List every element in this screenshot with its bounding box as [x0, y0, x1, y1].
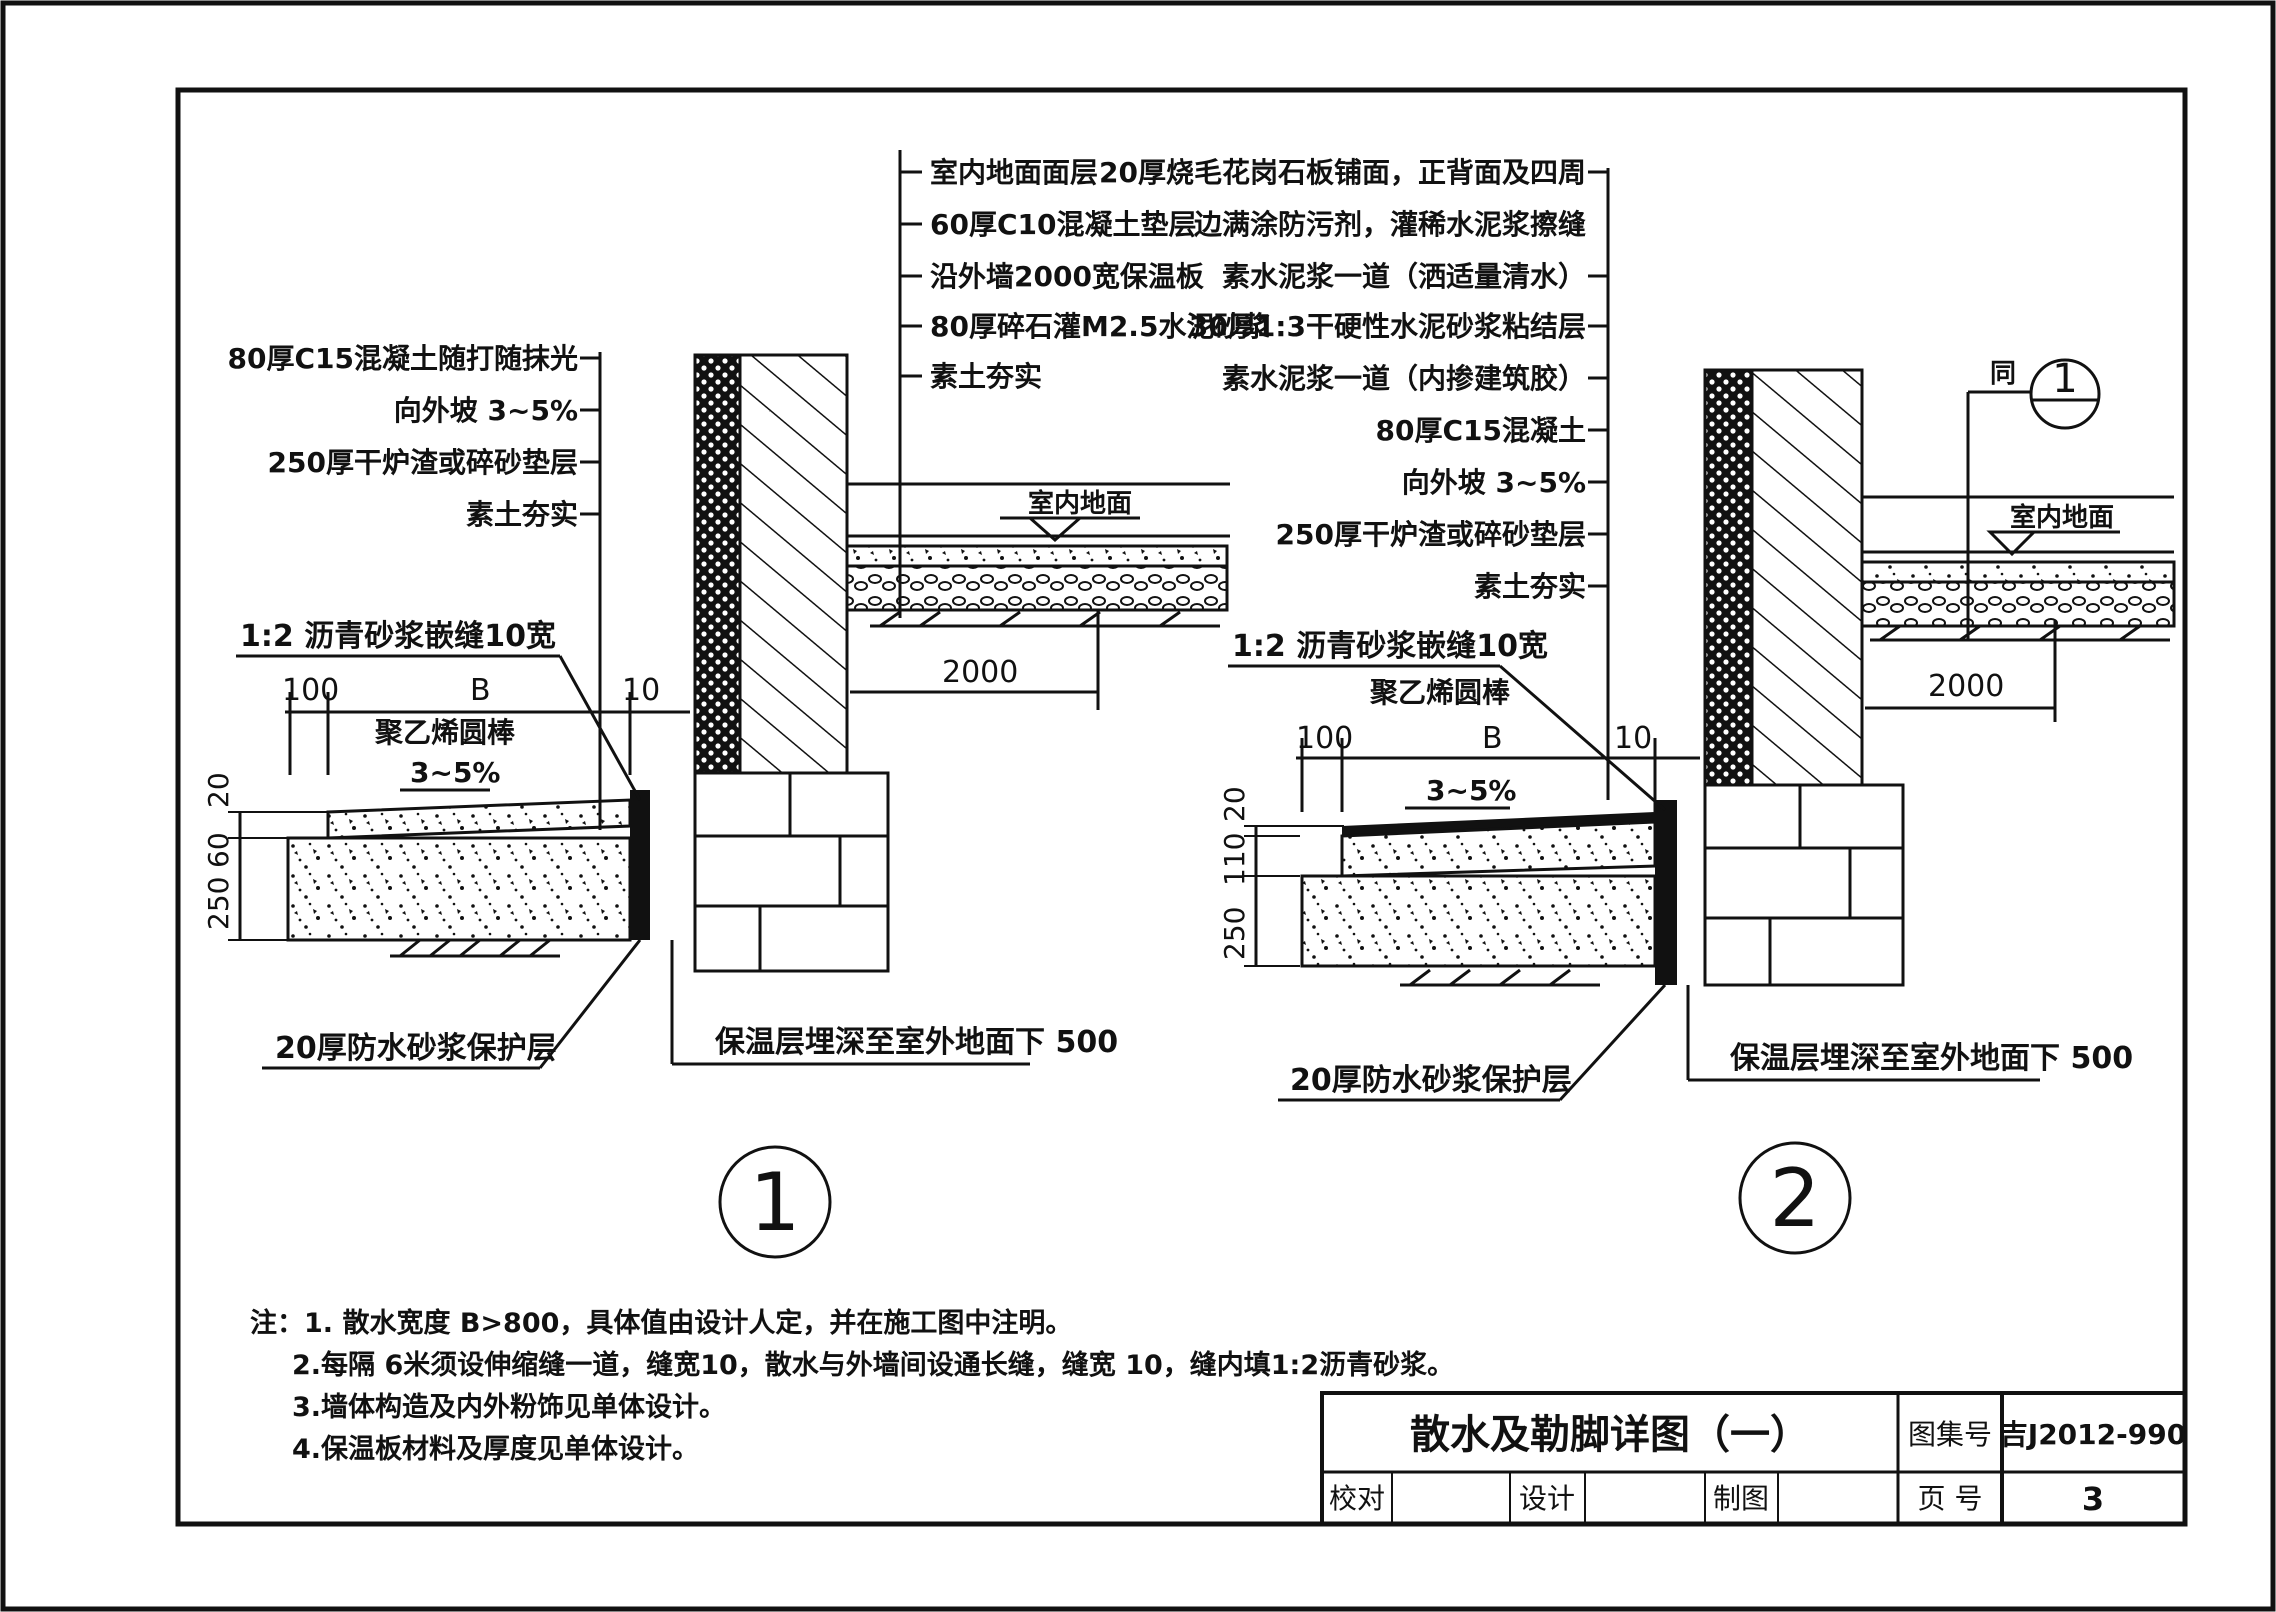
insulation-board — [693, 353, 742, 775]
dim2-110: 110 — [1218, 833, 1251, 886]
joint-label: 1:2 沥青砂浆嵌缝10宽 — [240, 619, 556, 654]
top2-layer-6: 80厚C15混凝土 — [1376, 414, 1586, 447]
floor-slab — [845, 544, 1229, 568]
top-layer-5: 素土夯实 — [930, 360, 1042, 393]
page-number: 3 — [2082, 1480, 2104, 1518]
left-layer-1: 80厚C15混凝土随打随抹光 — [228, 342, 578, 375]
top2-layer-9: 素土夯实 — [1474, 570, 1586, 603]
title-block — [1320, 1391, 2187, 1526]
slope-label-2: 3~5% — [1426, 774, 1516, 807]
ref-number: 1 — [2052, 356, 2077, 402]
top-leaders — [898, 150, 922, 618]
waterproof-mortar — [630, 790, 650, 940]
floor-level-marker-2: 室内地面 — [1986, 502, 2120, 557]
top2-layer-2: 边满涂防污剂，灌稀水泥浆擦缝 — [1194, 208, 1586, 241]
notes: 注：1. 散水宽度 B>800，具体值由设计人定，并在施工图中注明。 2.每隔 … — [250, 1307, 1454, 1465]
note-3: 3.墙体构造及内外粉饰见单体设计。 — [292, 1392, 726, 1423]
page-label: 页 号 — [1918, 1482, 1983, 1515]
wall-masonry — [738, 353, 849, 775]
dim2-20: 20 — [1218, 786, 1251, 822]
floor-label-2: 室内地面 — [2010, 502, 2114, 533]
brick-foundation — [693, 771, 890, 973]
dim2-B: B — [1482, 721, 1503, 756]
dim-2000: 2000 — [942, 655, 1018, 690]
floor-label: 室内地面 — [1028, 488, 1132, 519]
dim-60: 60 — [202, 832, 235, 868]
wall-masonry-2 — [1750, 368, 1864, 787]
atlas-number: 吉J2012-990 — [2000, 1418, 2186, 1451]
joint-label-2: 1:2 沥青砂浆嵌缝10宽 — [1232, 629, 1548, 664]
ground-hatch-2 — [1400, 624, 2170, 987]
insulation-label: 保温层埋深至室外地面下 500 — [715, 1025, 1118, 1060]
dim2-250: 250 — [1218, 907, 1251, 960]
brick-foundation-2 — [1703, 783, 1905, 987]
protect-label: 20厚防水砂浆保护层 — [275, 1031, 557, 1066]
inner-border — [175, 87, 2188, 1527]
top2-layer-8: 250厚干炉渣或碎砂垫层 — [1276, 518, 1586, 551]
design-label: 设计 — [1519, 1482, 1575, 1515]
apron-surface — [326, 798, 632, 840]
top-leaders-2 — [1588, 168, 1610, 800]
ref-circle — [2029, 358, 2101, 430]
apron-base-2 — [1300, 874, 1657, 968]
note-4: 4.保温板材料及厚度见单体设计。 — [292, 1433, 699, 1465]
top2-layer-4: 30厚1:3干硬性水泥砂浆粘结层 — [1189, 310, 1586, 343]
stone-paving — [1342, 812, 1655, 836]
top-layer-2: 60厚C10混凝土垫层 — [930, 208, 1196, 241]
check-label: 校对 — [1329, 1482, 1385, 1515]
atlas-label: 图集号 — [1908, 1418, 1992, 1451]
floor-slab-2 — [1860, 560, 2176, 584]
note-2: 2.每隔 6米须设伸缩缝一道，缝宽10，散水与外墙间设通长缝，缝宽 10，缝内填… — [292, 1349, 1454, 1381]
left-layer-4: 素土夯实 — [466, 498, 578, 531]
apron-base — [286, 836, 632, 942]
dim-100: 100 — [282, 673, 339, 708]
ground-hatch — [390, 610, 1220, 958]
top2-layer-1: 20厚烧毛花岗石板铺面，正背面及四周 — [1099, 156, 1586, 189]
detail-2: 室内地面 同 1 20厚烧毛花岗石板铺面，正背面及四周 边满涂防污剂，灌稀水泥浆… — [1099, 156, 2176, 1255]
top2-layer-3: 素水泥浆一道（洒适量清水） — [1222, 260, 1586, 293]
floor-level-marker: 室内地面 — [1000, 488, 1140, 542]
left-layer-2: 向外坡 3~5% — [394, 394, 578, 427]
dim-B: B — [470, 673, 491, 708]
dim-20: 20 — [202, 772, 235, 808]
top-layer-1: 室内地面面层 — [930, 156, 1098, 189]
waterproof-mortar-2 — [1655, 800, 1677, 985]
left-layer-3: 250厚干炉渣或碎砂垫层 — [268, 446, 578, 479]
protect-label-2: 20厚防水砂浆保护层 — [1290, 1063, 1572, 1098]
detail-2-number: 2 — [1770, 1152, 1821, 1245]
gravel-layer-2 — [1860, 580, 2176, 628]
top-layer-3: 沿外墙2000宽保温板 — [930, 260, 1204, 293]
gravel-layer — [845, 564, 1229, 612]
insulation-board-2 — [1703, 368, 1754, 787]
dim2-2000: 2000 — [1928, 669, 2004, 704]
top2-layer-7: 向外坡 3~5% — [1402, 466, 1586, 499]
drawing-title: 散水及勒脚详图（一） — [1410, 1412, 1810, 1458]
top-layer-4: 80厚碎石灌M2.5水泥砂浆 — [930, 310, 1271, 343]
ref-text: 同 — [1990, 359, 2016, 389]
rod-label-2: 聚乙烯圆棒 — [1369, 676, 1511, 709]
detail-1: 室内地面 室内地面面层 60厚C10混凝土垫层 沿外墙2000宽保温板 80厚碎… — [202, 150, 1271, 1259]
note-1: 注：1. 散水宽度 B>800，具体值由设计人定，并在施工图中注明。 — [250, 1307, 1072, 1339]
detail-1-number: 1 — [750, 1156, 801, 1249]
detail-1-circle — [718, 1145, 832, 1259]
detail-2-circle — [1738, 1141, 1852, 1255]
left-leaders — [580, 352, 602, 830]
dim-250: 250 — [202, 877, 235, 930]
top2-layer-5: 素水泥浆一道（内掺建筑胶） — [1222, 362, 1586, 395]
dim2-100: 100 — [1296, 721, 1353, 756]
draft-label: 制图 — [1713, 1482, 1769, 1515]
dim2-10: 10 — [1614, 721, 1652, 756]
dim-10: 10 — [622, 673, 660, 708]
slope-label: 3~5% — [410, 756, 500, 789]
rod-label: 聚乙烯圆棒 — [374, 716, 516, 749]
insulation-label-2: 保温层埋深至室外地面下 500 — [1730, 1041, 2133, 1076]
